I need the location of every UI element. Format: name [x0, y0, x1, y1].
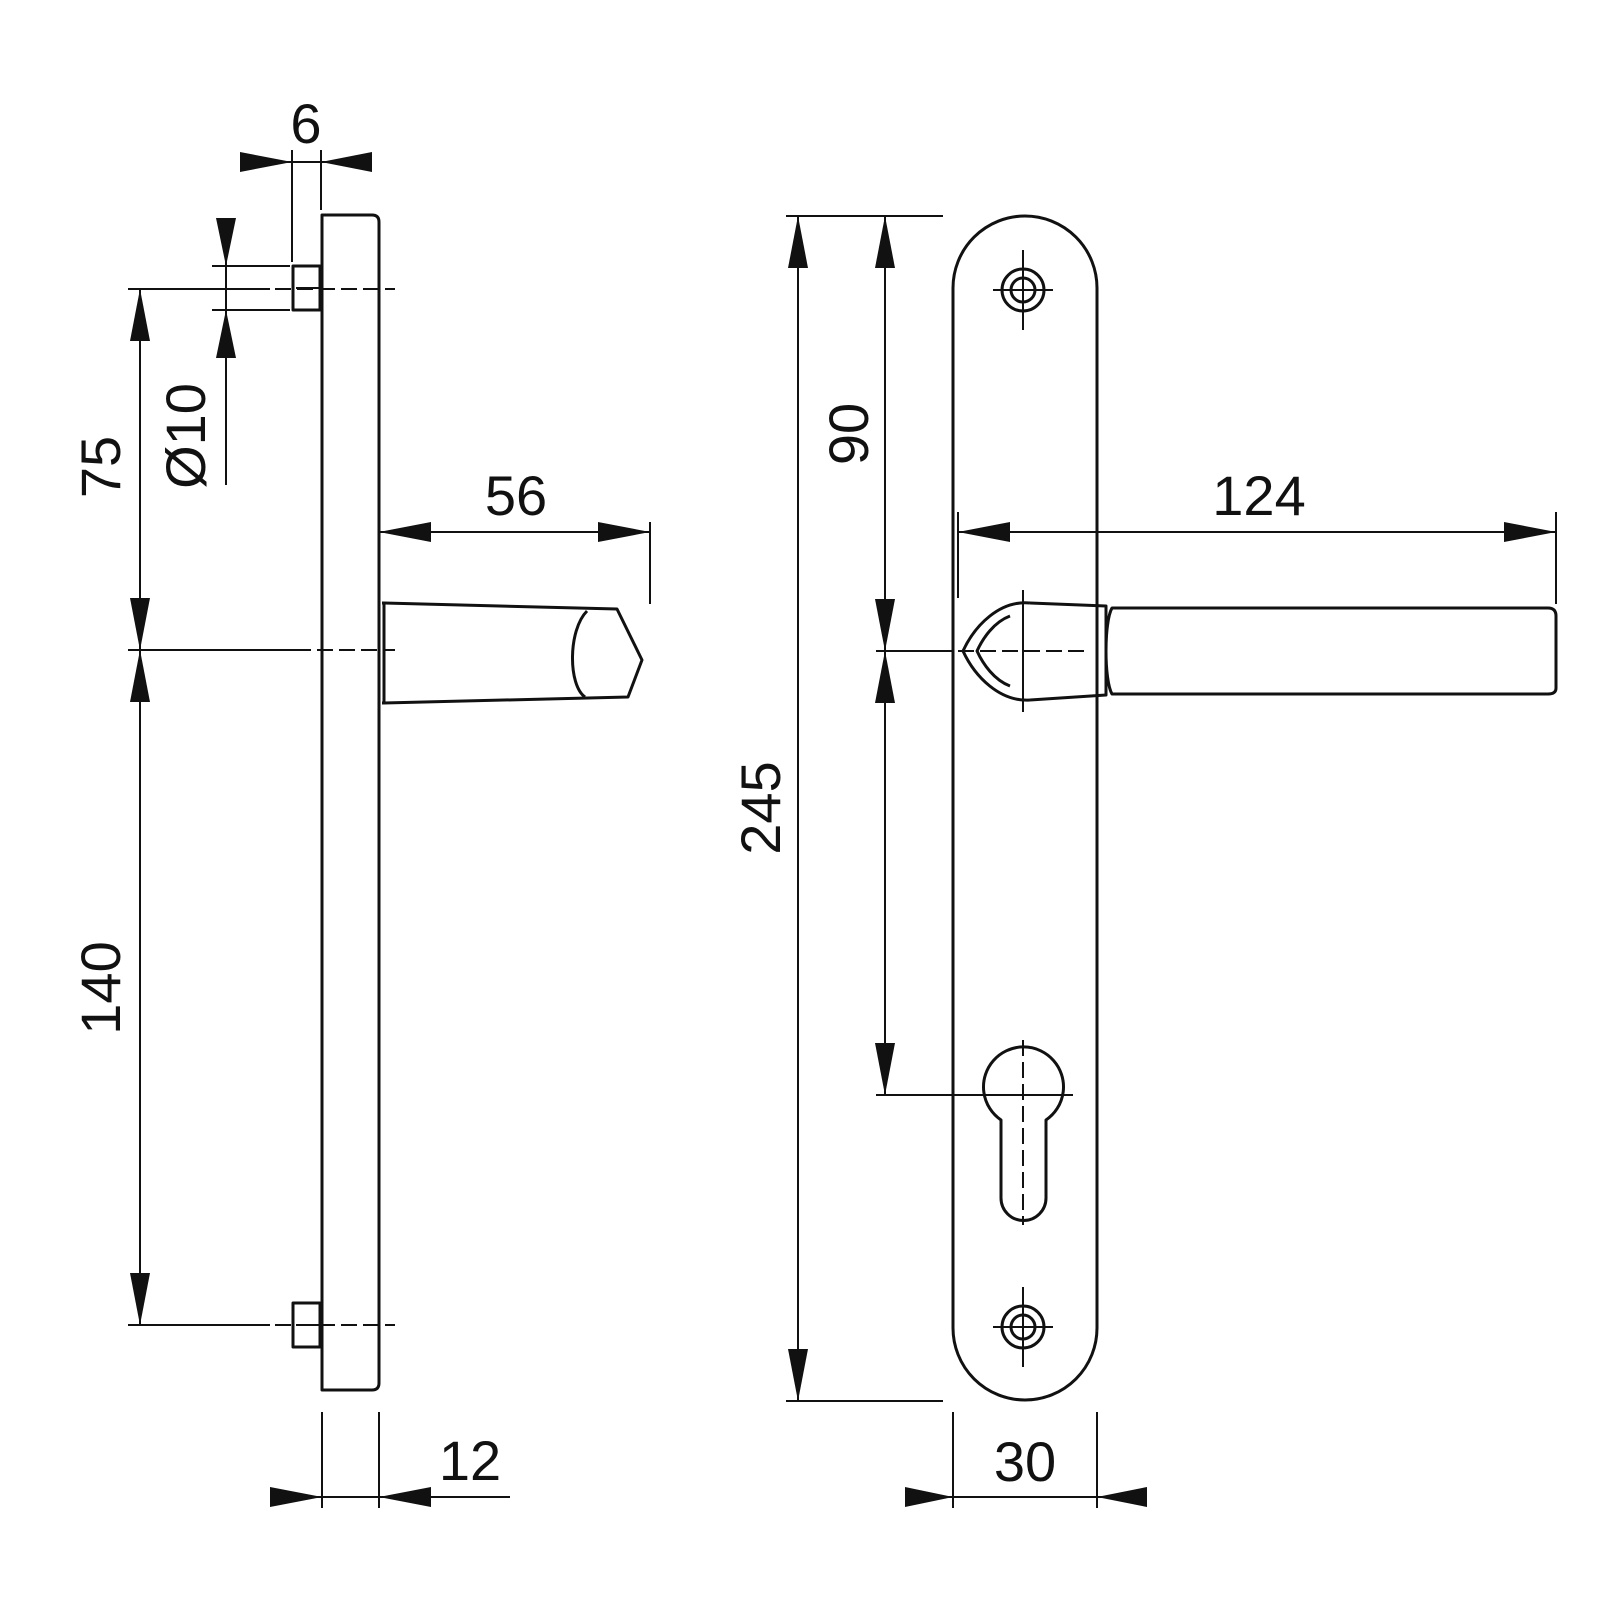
dim-label-245: 245	[729, 761, 792, 854]
front-view: 245 90 124	[729, 214, 1558, 1508]
dimension-plate-width: 30	[905, 1412, 1147, 1508]
dimension-screw-to-lever: 75	[69, 288, 295, 651]
cylinder-keyhole	[978, 1040, 1073, 1225]
dimension-screw-diameter: Ø10	[154, 218, 290, 489]
dim-label-140: 140	[69, 941, 132, 1034]
dimension-plate-thickness: 12	[270, 1412, 510, 1508]
dim-label-30: 30	[994, 1430, 1056, 1493]
backplate-side-profile	[320, 213, 381, 1392]
dim-label-56: 56	[485, 464, 547, 527]
dimension-lever-length: 124	[957, 464, 1557, 604]
upper-screw-hole	[993, 250, 1053, 330]
dimension-lever-to-lower-screw: 140	[69, 650, 270, 1326]
dim-label-124: 124	[1212, 464, 1305, 527]
dim-label-75: 75	[69, 436, 132, 498]
dimension-lever-to-cylinder	[875, 651, 978, 1096]
dimension-top-to-lever: 90	[817, 216, 953, 652]
dim-label-90: 90	[817, 403, 880, 465]
dimension-lever-projection: 56	[379, 464, 651, 604]
lower-screw-hole	[993, 1287, 1053, 1367]
dim-label-6: 6	[290, 92, 321, 155]
side-view: 6 Ø10 75 140	[69, 92, 651, 1508]
dim-label-12: 12	[439, 1429, 501, 1492]
dimension-plate-height: 245	[729, 215, 943, 1402]
dimension-rose-thickness: 6	[240, 92, 372, 262]
lever-side-profile	[382, 601, 644, 705]
backplate-front-outline	[951, 214, 1099, 1402]
dim-label-dia10: Ø10	[154, 383, 217, 489]
